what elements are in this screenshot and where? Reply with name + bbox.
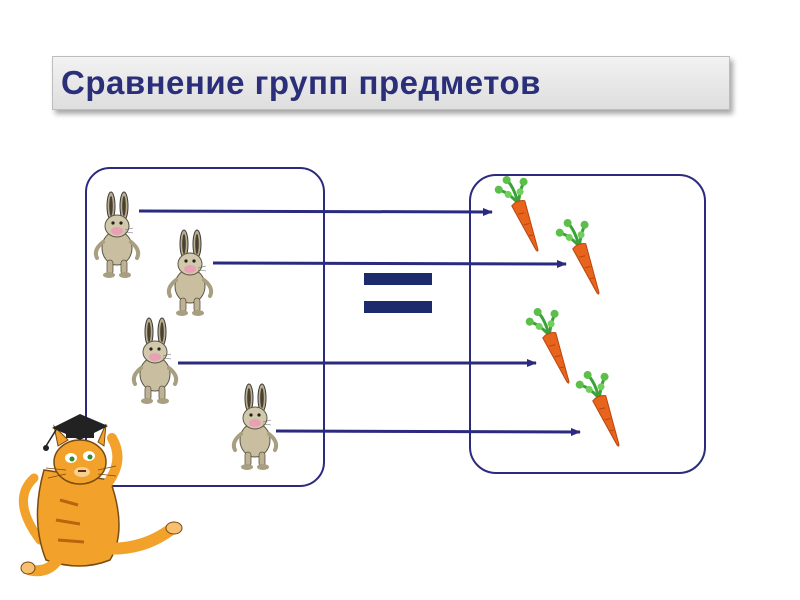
carrot-icon	[550, 210, 616, 302]
matching-arrow	[275, 427, 581, 436]
bunny-icon	[93, 190, 141, 280]
page-title: Сравнение групп предметов	[61, 64, 541, 101]
bunny-icon	[231, 382, 279, 472]
bunny-icon	[131, 316, 179, 406]
matching-arrow	[138, 207, 493, 216]
title-box: Сравнение групп предметов	[52, 56, 730, 110]
equals-sign	[364, 273, 432, 313]
carrot-group-outline	[469, 174, 706, 474]
cat-with-graduation-cap-icon	[18, 414, 183, 577]
carrot-icon	[570, 362, 636, 454]
bunny-icon	[166, 228, 214, 318]
carrot-icon	[489, 167, 555, 259]
carrot-icon	[520, 299, 586, 391]
matching-arrow	[212, 259, 567, 268]
bunny-group-outline	[85, 167, 325, 487]
